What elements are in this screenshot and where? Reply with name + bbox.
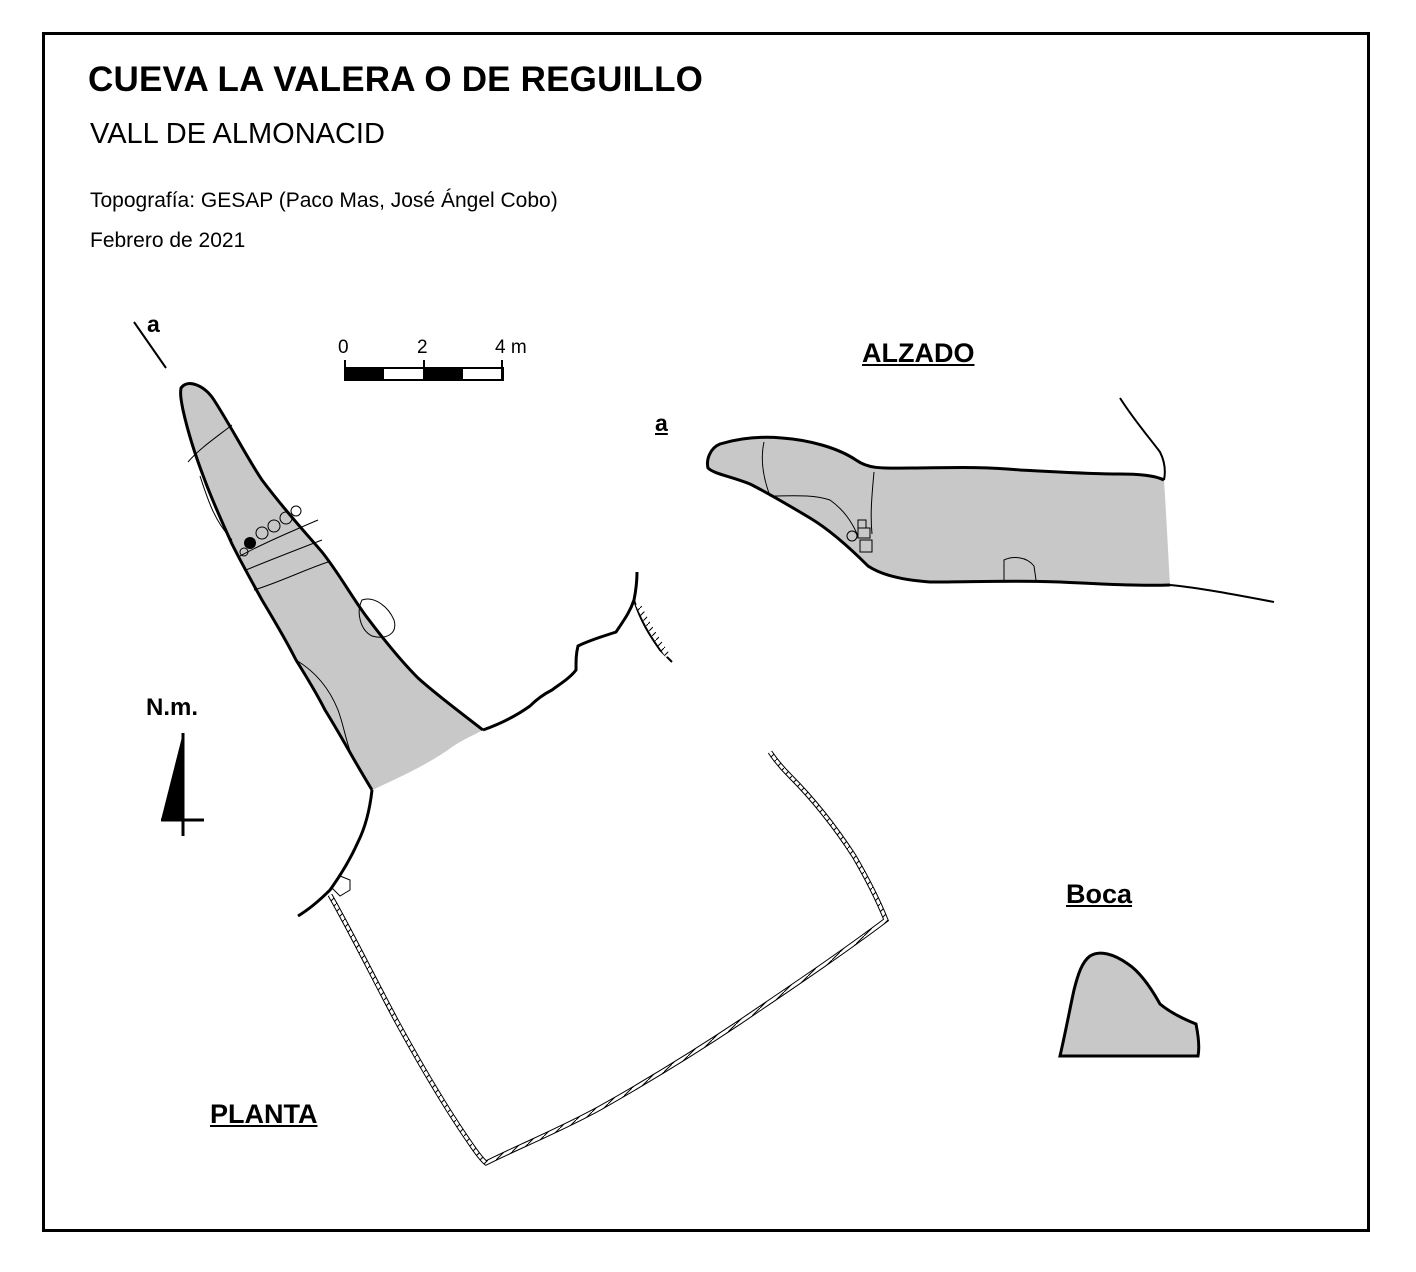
- scale-tick-4: 4 m: [495, 337, 527, 358]
- north-label: N.m.: [146, 694, 199, 721]
- entrance-section: [1058, 951, 1201, 1058]
- elevation-label: ALZADO: [862, 338, 975, 368]
- scale-bar: [344, 360, 504, 381]
- entrance-label: Boca: [1066, 879, 1133, 909]
- survey-credits: Topografía: GESAP (Paco Mas, José Ángel …: [90, 189, 558, 212]
- section-line: [133, 321, 167, 369]
- plan-label: PLANTA: [210, 1099, 318, 1129]
- plan-view: [179, 382, 890, 1166]
- survey-date: Febrero de 2021: [90, 229, 246, 252]
- map-frame: [42, 32, 1370, 1232]
- map-title: CUEVA LA VALERA O DE REGUILLO: [88, 60, 704, 99]
- map-subtitle: VALL DE ALMONACID: [90, 118, 385, 150]
- elevation-view: [706, 397, 1275, 603]
- north-arrow-icon: [161, 733, 204, 836]
- section-mark-plan: a: [147, 311, 160, 337]
- scale-tick-0: 0: [338, 337, 349, 358]
- scale-tick-2: 2: [417, 337, 428, 358]
- section-mark-elevation: a: [655, 410, 668, 436]
